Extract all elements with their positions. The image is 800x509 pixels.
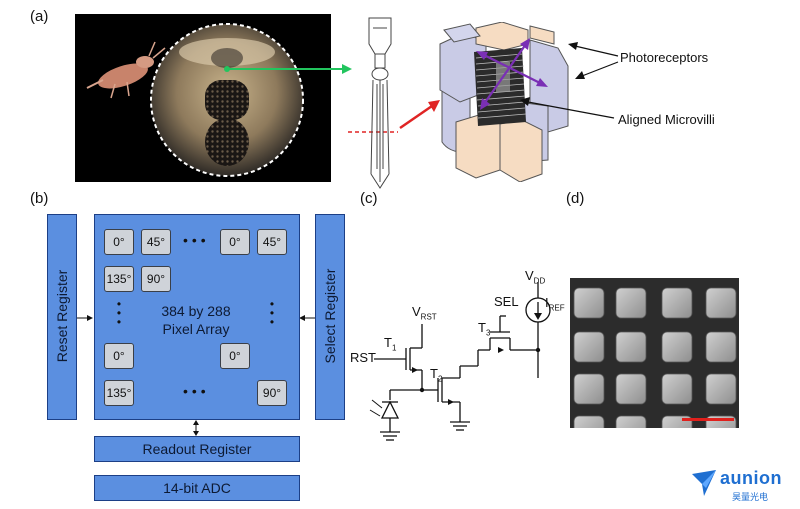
reset-register-block: Reset Register: [47, 214, 77, 420]
panel-label-a: (a): [30, 8, 49, 25]
vdd-label: VDD: [525, 268, 546, 286]
pixel-135deg: 135°: [104, 380, 134, 406]
logo-wordmark: aunion: [720, 468, 782, 488]
t3-label: T3: [478, 320, 491, 338]
photoreceptors-label: Photoreceptors: [620, 50, 709, 65]
pixel-45deg: 45°: [141, 229, 171, 255]
photoreceptor-diagram: [439, 22, 569, 182]
logo-subtitle: 昊量光电: [732, 492, 769, 502]
readout-register-block: Readout Register: [94, 436, 300, 462]
scale-bar: [682, 418, 734, 421]
vertical-ellipsis-left: •••: [116, 297, 122, 329]
pixel-90deg: 90°: [257, 380, 287, 406]
aligned-microvilli-label: Aligned Microvilli: [618, 112, 715, 127]
iref-label: IREF: [545, 295, 565, 313]
panel-label-b: (b): [30, 190, 49, 207]
mantis-shrimp-eye-photo: [75, 14, 331, 182]
sel-label: SEL: [494, 294, 519, 309]
shrimp-icon: [86, 41, 166, 99]
readout-register-label: Readout Register: [142, 441, 252, 457]
pixel-45deg: 45°: [257, 229, 287, 255]
paper-plane-icon: [692, 470, 716, 496]
select-register-block: Select Register: [315, 214, 345, 420]
panel-label-c: (c): [360, 190, 378, 207]
pixel-0deg: 0°: [104, 229, 134, 255]
ommatidium-sketch: [368, 17, 392, 189]
adc-label: 14-bit ADC: [163, 480, 231, 496]
sem-micrograph: [570, 278, 739, 428]
pixel-circuit-schematic: [369, 282, 551, 441]
pixel-135deg: 135°: [104, 266, 134, 292]
horizontal-ellipsis: •••: [183, 232, 210, 248]
vertical-ellipsis-right: •••: [269, 297, 275, 329]
pixel-90deg: 90°: [141, 266, 171, 292]
adc-block: 14-bit ADC: [94, 475, 300, 501]
pixel-array-label: 384 by 288 Pixel Array: [161, 303, 231, 337]
vrst-label: VRST: [412, 304, 437, 322]
pixel-0deg: 0°: [220, 343, 250, 369]
pixel-0deg: 0°: [220, 229, 250, 255]
aunion-logo: aunion 昊量光电: [690, 466, 790, 506]
microvilli-stack: [474, 48, 527, 126]
pixel-0deg: 0°: [104, 343, 134, 369]
t1-label: T1: [384, 335, 397, 353]
t2-label: T2: [430, 366, 443, 384]
horizontal-ellipsis: •••: [183, 383, 210, 399]
panel-label-d: (d): [566, 190, 585, 207]
rst-label: RST: [350, 350, 376, 365]
